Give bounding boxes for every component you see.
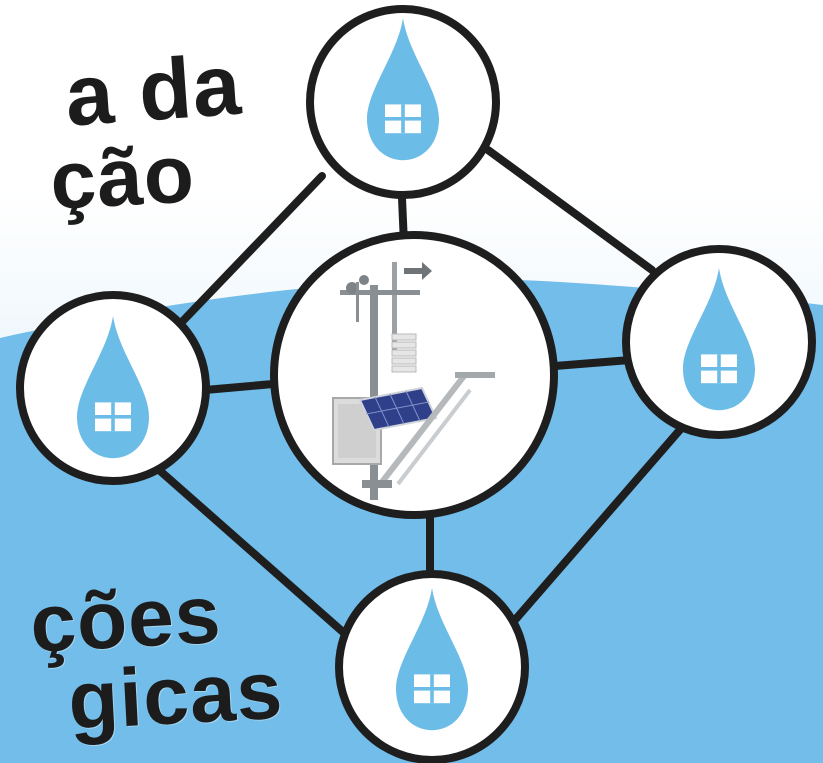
subtitle-line-2: gicas (66, 644, 286, 747)
link-top-right (484, 146, 656, 274)
link-top-left (175, 172, 326, 329)
node-left (16, 291, 210, 485)
center-node (270, 231, 558, 519)
node-bottom (335, 570, 529, 763)
node-top (306, 5, 500, 199)
link-left-center (201, 380, 277, 394)
link-right-bottom (511, 420, 689, 624)
headline-line-2: ção (48, 128, 197, 227)
node-right (622, 245, 816, 439)
connection-lines (146, 146, 689, 644)
link-right-center (551, 356, 634, 370)
link-left-bottom (146, 458, 356, 644)
weather-station-icon (332, 262, 495, 500)
